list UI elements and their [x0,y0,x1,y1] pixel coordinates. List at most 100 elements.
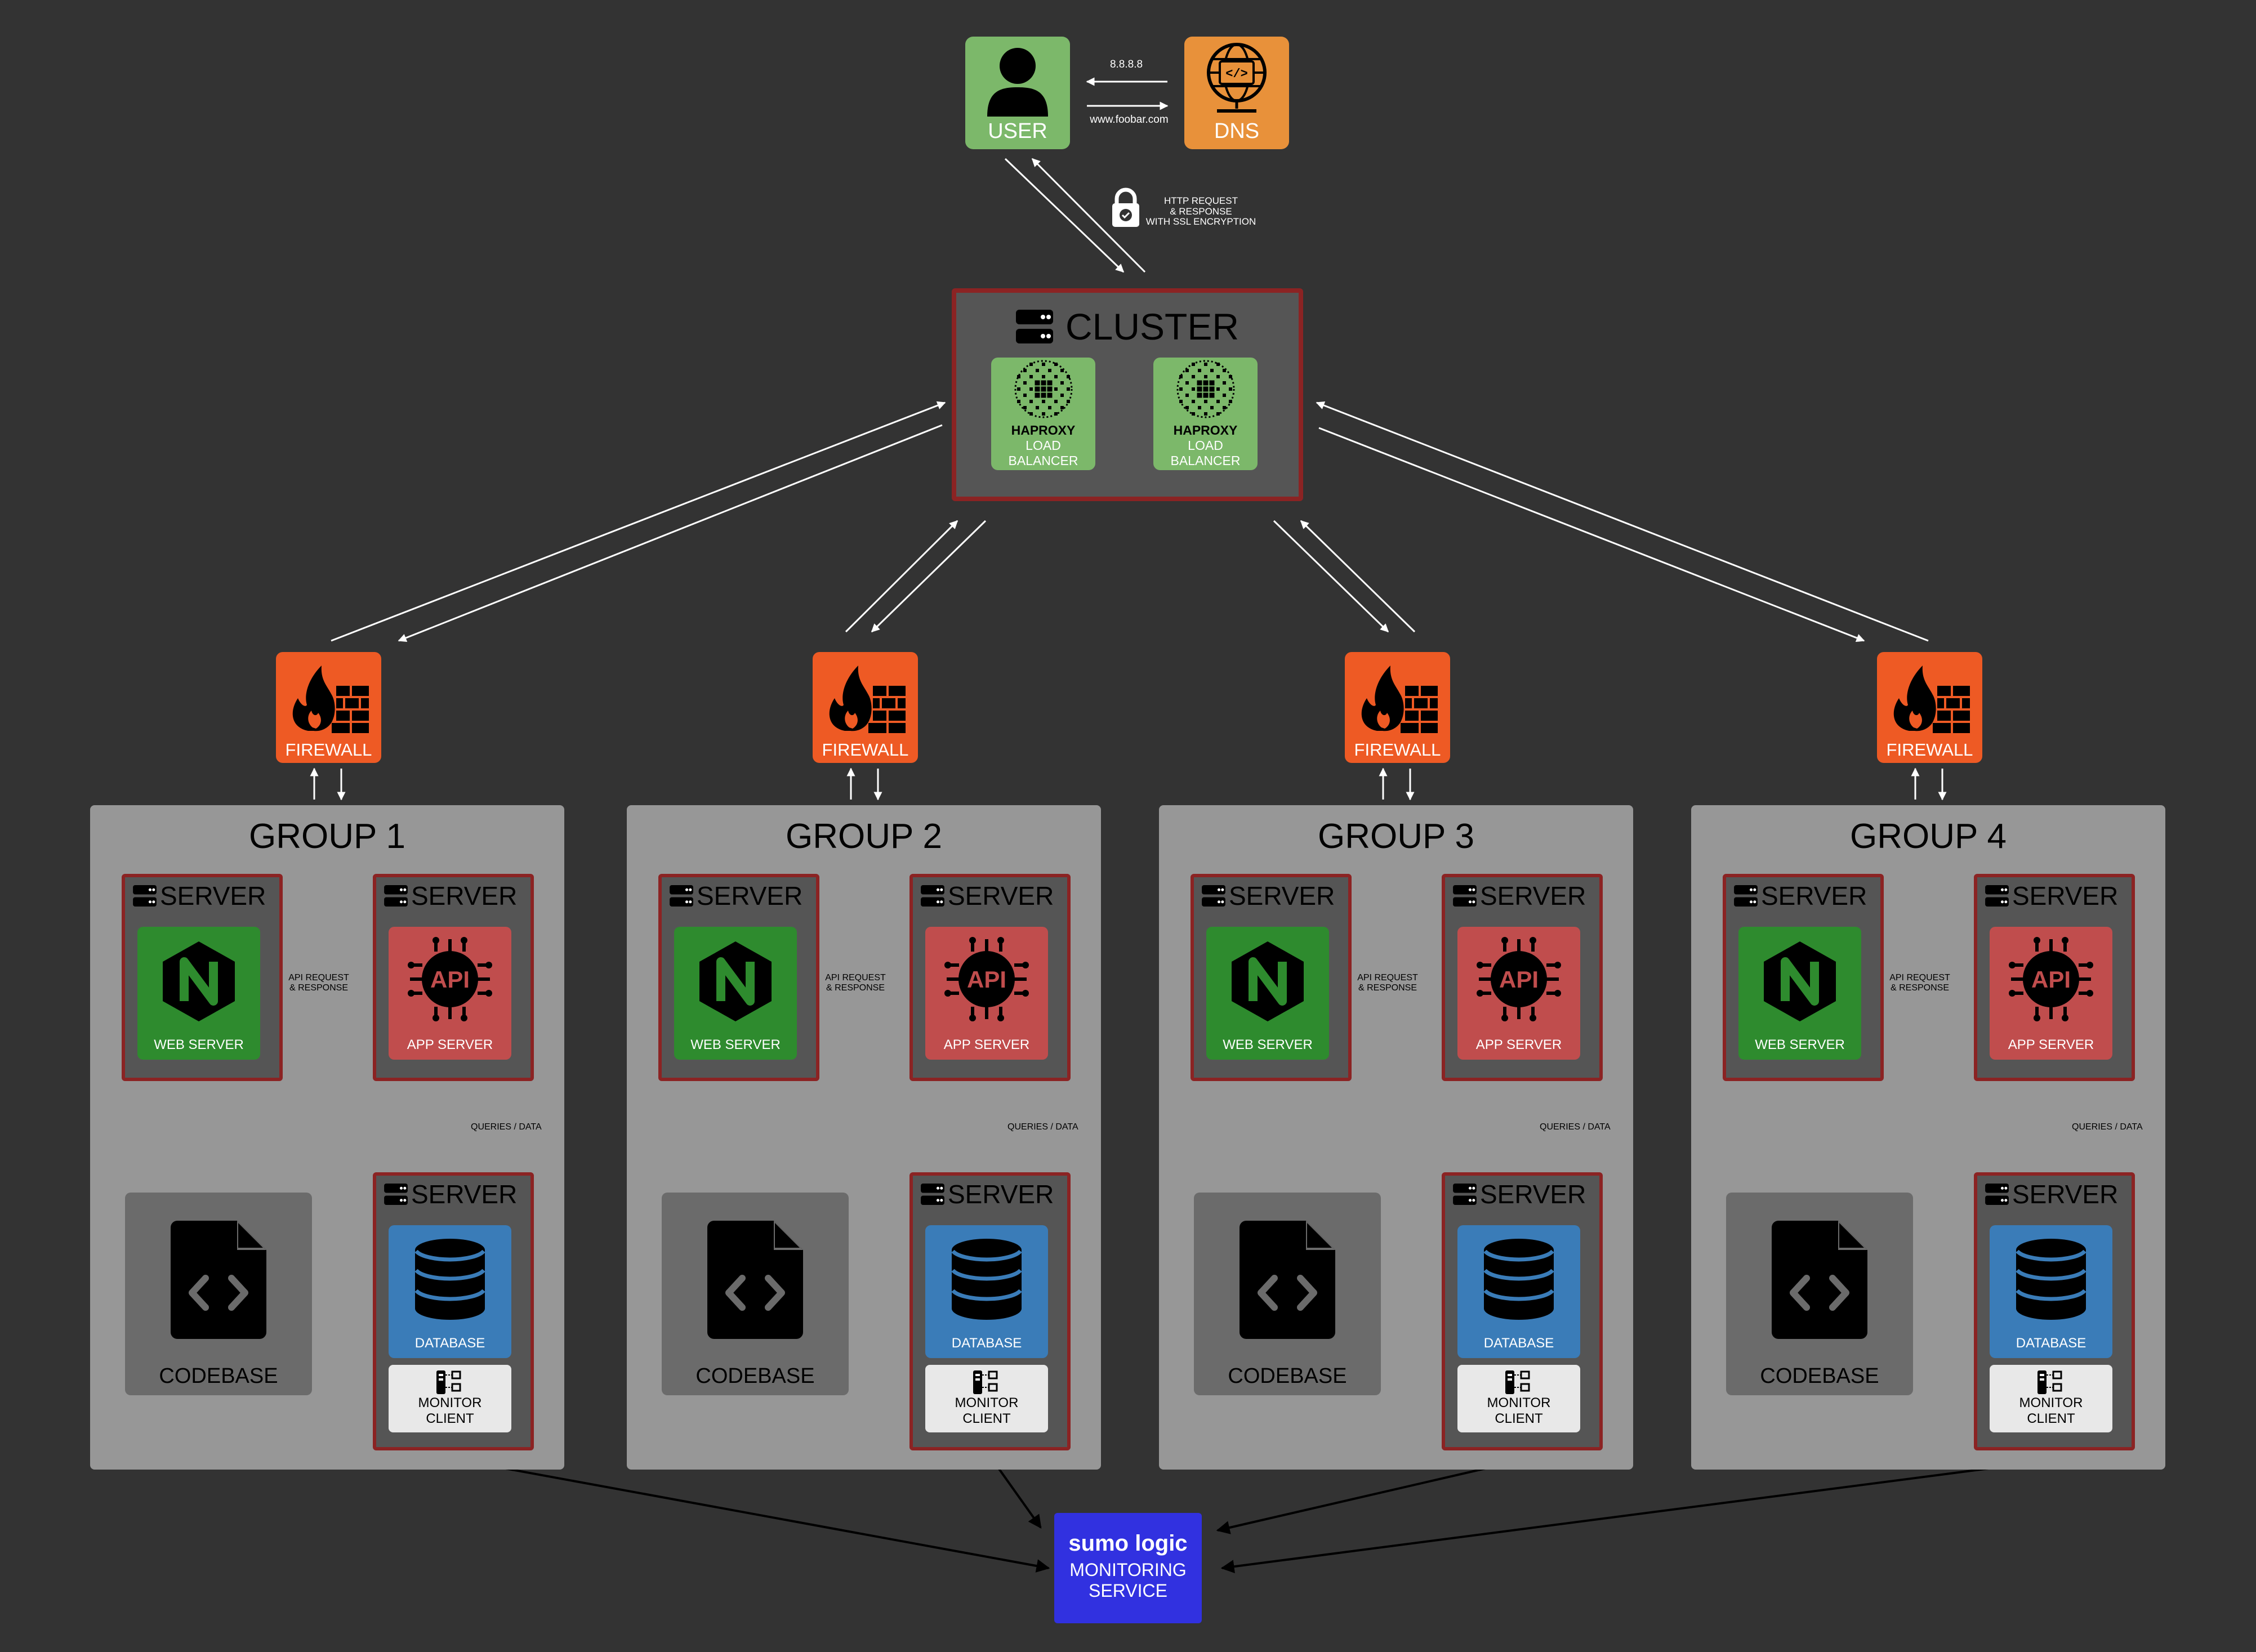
firewall-3[interactable]: FIREWALL [1345,652,1450,763]
firewall-4[interactable]: FIREWALL [1877,652,1982,763]
db-server-box[interactable]: SERVER DATABASE [1442,1172,1603,1450]
app-server-tile[interactable]: API APP SERVER [1457,927,1580,1060]
api-chip-icon: API [944,937,1029,1021]
monitoring-brand: sumo logic [1068,1531,1188,1556]
haproxy-logo-dot [1060,406,1064,409]
codebase-box[interactable]: CODEBASE [125,1193,312,1395]
firewall-2[interactable]: FIREWALL [813,652,918,763]
monitoring-service[interactable]: sumo logic MONITORING SERVICE [1054,1513,1202,1623]
group-1[interactable]: GROUP 1 SERVER WEB SERVER API RE [90,805,564,1470]
cluster-header: CLUSTER [956,305,1299,348]
database-tile[interactable]: DATABASE [1990,1225,2112,1358]
monitor-client-tile[interactable]: MONITOR CLIENT [1990,1365,2112,1432]
web-server-tile[interactable]: WEB SERVER [137,927,260,1060]
server-rack-icon [384,885,408,907]
app-server-tile[interactable]: API APP SERVER [1990,927,2112,1060]
database-tile[interactable]: DATABASE [389,1225,511,1358]
haproxy-logo-dot [1041,380,1046,386]
server-rack-icon [1015,310,1053,343]
firewall-label: FIREWALL [285,740,372,760]
database-tile[interactable]: DATABASE [1457,1225,1580,1358]
firewall-icon [1893,666,1970,733]
db-server-box[interactable]: SERVER DATABASE [373,1172,534,1450]
web-server-label: WEB SERVER [154,1037,244,1052]
app-server-box[interactable]: SERVER API APP SE [1974,874,2135,1081]
haproxy-logo-dot [1185,394,1189,397]
monitor-client-tile[interactable]: MONITOR CLIENT [925,1365,1048,1432]
api-note: API REQUEST & RESPONSE [1889,973,1950,993]
firewall-icon [292,666,369,733]
firewall-label: FIREWALL [822,740,909,760]
web-server-tile[interactable]: WEB SERVER [1206,927,1329,1060]
codebase-box[interactable]: CODEBASE [1726,1193,1913,1395]
api-chip-icon: API [2009,937,2093,1021]
haproxy-logo-dot [1216,363,1220,366]
group3-to-monitoring-arrow [1216,1458,1525,1534]
dns-node[interactable]: </> DNS [1184,37,1289,149]
haproxy-logo-dot [1191,412,1195,416]
server-label: SERVER [411,1180,518,1209]
group-title: GROUP 4 [1850,817,2007,856]
haproxy-logo-dot [1210,369,1214,372]
haproxy-logo-dot [1023,394,1027,397]
database-label: DATABASE [951,1336,1022,1351]
app-server-tile[interactable]: API APP SERVER [389,927,511,1060]
server-rack-icon [1453,1184,1477,1205]
haproxy-logo-dot [1222,369,1226,372]
server-label: SERVER [2012,881,2119,910]
app-server-tile[interactable]: API APP SERVER [925,927,1048,1060]
web-server-tile[interactable]: WEB SERVER [1738,927,1861,1060]
codebase-box[interactable]: CODEBASE [662,1193,849,1395]
haproxy-logo-icon [1176,360,1234,418]
monitor-client-tile[interactable]: MONITOR CLIENT [1457,1365,1580,1432]
server-label: SERVER [160,881,266,910]
haproxy-logo-dot [1023,406,1027,409]
web-server-box[interactable]: SERVER WEB SERVER [658,874,819,1081]
db-server-box[interactable]: SERVER DATABASE [909,1172,1071,1450]
group-2[interactable]: GROUP 2 SERVER WEB SERVER API RE [627,805,1101,1470]
database-tile[interactable]: DATABASE [925,1225,1048,1358]
monitor-client-tile[interactable]: MONITOR CLIENT [389,1365,511,1432]
code-file-icon [707,1221,803,1339]
haproxy-logo-dot [1228,387,1232,391]
api-note: API REQUEST & RESPONSE [1357,973,1418,993]
haproxy-logo-dot [1054,400,1058,403]
database-icon [414,1239,485,1320]
dns-request-text: www.foobar.com [1090,114,1169,126]
codebase-label: CODEBASE [1760,1364,1879,1388]
haproxy-logo-dot [1203,375,1207,378]
web-server-box[interactable]: SERVER WEB SERVER [1191,874,1352,1081]
db-server-box[interactable]: SERVER DATABASE [1974,1172,2135,1450]
codebase-box[interactable]: CODEBASE [1194,1193,1381,1395]
haproxy-logo-dot [1216,400,1220,403]
group-3[interactable]: GROUP 3 SERVER WEB SERVER API RE [1159,805,1633,1470]
server-rack-icon [1453,885,1477,907]
web-server-label: WEB SERVER [1223,1037,1313,1052]
monitor-agent-icon [973,1370,998,1394]
load-balancer-1[interactable]: HAPROXY LOAD BALANCER [991,358,1095,470]
group1-to-monitoring-arrow [456,1458,1050,1573]
web-server-box[interactable]: SERVER WEB SERVER [1723,874,1884,1081]
load-balancer-2[interactable]: HAPROXY LOAD BALANCER [1153,358,1258,470]
cluster-box[interactable]: CLUSTER HAPROXY LOAD BALANCER HAPROXY LO… [952,288,1303,501]
app-server-label: APP SERVER [1475,1037,1562,1052]
haproxy-logo-dot [1047,380,1052,386]
app-server-box[interactable]: SERVER API APP SE [373,874,534,1081]
monitoring-line1: MONITORING [1069,1560,1187,1580]
code-file-icon [1240,1221,1335,1339]
app-server-box[interactable]: SERVER API APP SE [909,874,1071,1081]
database-icon [1483,1239,1554,1320]
dns-response-text: 8.8.8.8 [1109,59,1143,70]
web-server-tile[interactable]: WEB SERVER [674,927,797,1060]
server-rack-icon [921,885,944,907]
firewall-1[interactable]: FIREWALL [276,652,381,763]
user-node[interactable]: USER [965,37,1070,149]
server-label: SERVER [697,881,803,910]
cluster-to-user-arrow [1031,158,1146,273]
app-server-box[interactable]: SERVER API APP SE [1442,874,1603,1081]
haproxy-logo-dot [1203,392,1208,398]
web-server-box[interactable]: SERVER WEB SERVER [122,874,283,1081]
haproxy-logo-dot [1203,380,1208,386]
haproxy-logo-dot [1054,363,1058,366]
group-4[interactable]: GROUP 4 SERVER WEB SERVER API RE [1691,805,2165,1470]
